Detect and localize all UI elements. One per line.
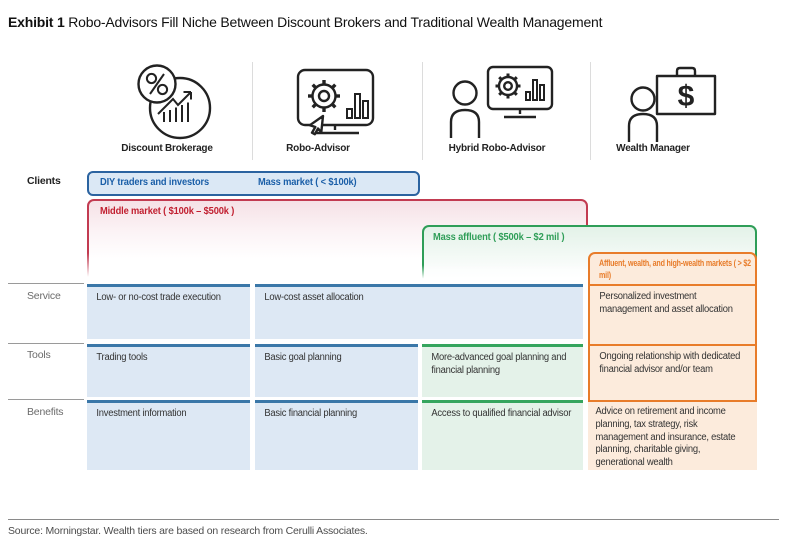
tier-label-diy-traders: DIY traders and investors [100,177,210,188]
tools-text-robo: Basic goal planning [264,352,342,363]
row-label-benefits: Benefits [27,406,64,418]
row-divider [8,399,84,400]
column-label-discount-brokerage: Discount Brokerage [121,143,213,154]
figure-title: Exhibit 1 Robo-Advisors Fill Niche Betwe… [8,14,603,30]
monitor-gear-cursor-icon [293,64,378,142]
column-divider [422,62,423,160]
tools-text-wealth: Ongoing relationship with dedicated fina… [599,351,741,375]
benefits-text-discount: Investment information [96,408,187,419]
source-note: Source: Morningstar. Wealth tiers are ba… [8,525,368,537]
row-divider [8,283,84,284]
benefits-text-wealth: Advice on retirement and income planning… [595,406,736,469]
tools-text-hybrid: More-advanced goal planning and financia… [431,352,567,376]
column-label-robo-advisor: Robo-Advisor [286,143,350,154]
benefits-cell-hybrid-robo-advisor: Access to qualified financial advisor [422,400,583,470]
person-with-dollar-briefcase-icon: $ [613,62,725,144]
tier-label-middle-market: Middle market ( $100k – $500k ) [100,206,235,217]
row-label-clients: Clients [27,175,61,187]
service-text-wealth: Personalized investment management and a… [599,291,733,315]
person-with-monitor-gear-icon [448,62,560,144]
svg-text:$: $ [678,80,695,113]
row-label-service: Service [27,290,61,302]
tier-label-mass-market: Mass market ( < $100k) [258,177,357,188]
row-label-tools: Tools [27,349,51,361]
source-divider [8,519,779,520]
tools-text-discount: Trading tools [96,352,148,363]
column-divider [252,62,253,160]
benefits-text-hybrid: Access to qualified financial advisor [431,408,572,419]
tier-label-mass-affluent: Mass affluent ( $500k – $2 mil ) [433,232,565,243]
tier-label-affluent: Affluent, wealth, and high-wealth market… [599,258,751,281]
figure-title-text: Robo-Advisors Fill Niche Between Discoun… [64,14,603,30]
column-label-hybrid-robo-advisor: Hybrid Robo-Advisor [448,143,546,154]
benefits-cell-discount-brokerage: Investment information [87,400,250,470]
exhibit-number: Exhibit 1 [8,14,65,30]
column-divider [590,62,591,160]
service-cell-robo-advisors: Low-cost asset allocation [255,284,583,339]
service-text-robo: Low-cost asset allocation [264,292,364,303]
column-label-wealth-manager: Wealth Manager [616,143,690,154]
benefits-cell-robo-advisor: Basic financial planning [255,400,418,470]
service-cell-discount-brokerage: Low- or no-cost trade execution [87,284,250,339]
row-divider [8,343,84,344]
tier-band-mass-market: DIY traders and investors Mass market ( … [87,171,420,196]
benefits-text-robo: Basic financial planning [264,408,358,419]
service-text-discount: Low- or no-cost trade execution [96,292,221,303]
tools-cell-wealth-manager: Ongoing relationship with dedicated fina… [588,344,757,400]
service-cell-wealth-manager: Personalized investment management and a… [588,284,757,344]
tier-band-affluent: Affluent, wealth, and high-wealth market… [588,252,757,284]
benefits-cell-wealth-manager: Advice on retirement and income planning… [588,400,757,470]
tools-cell-hybrid-robo-advisor: More-advanced goal planning and financia… [422,344,583,397]
tools-cell-discount-brokerage: Trading tools [87,344,250,397]
percent-growth-chart-icon [122,62,217,142]
tools-cell-robo-advisor: Basic goal planning [255,344,418,397]
